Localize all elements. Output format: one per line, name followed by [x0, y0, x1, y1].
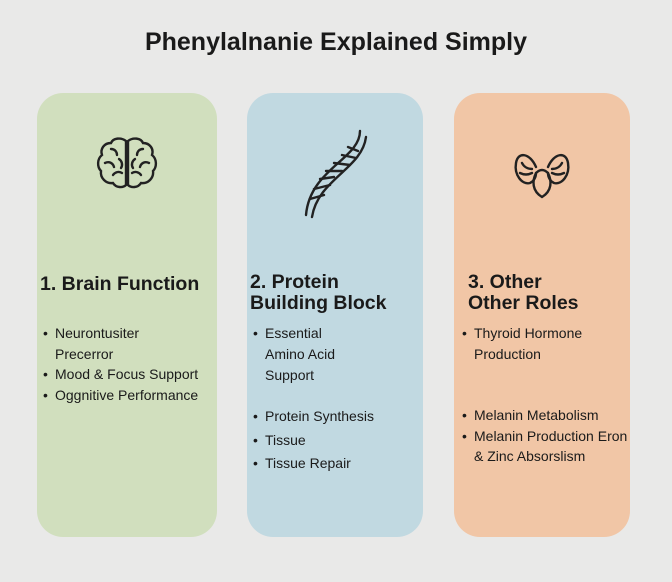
- card-brain-function: 1. Brain Function Neurontusiter Precerro…: [37, 93, 217, 537]
- list-item: Neurontusiter Precerror: [43, 323, 153, 364]
- dna-icon: [304, 129, 368, 219]
- list-item: Mood & Focus Support: [43, 364, 213, 385]
- card-heading: 1. Brain Function: [40, 273, 200, 295]
- card-other-roles: 3. Other Other Roles Thyroid Hormone Pro…: [454, 93, 630, 537]
- list-item: Tissue: [253, 430, 418, 451]
- card-heading-line: 2. Protein: [250, 271, 339, 293]
- card-heading-line: 3. Other: [468, 271, 542, 293]
- list-item: Melanin Production Eron & Zinc Absorslis…: [462, 426, 630, 467]
- list-item: Essential Amino Acid Support: [253, 323, 343, 386]
- card-protein-building-block: 2. Protein Building Block Essential Amin…: [247, 93, 423, 537]
- card-list: Thyroid Hormone Production Melanin Metab…: [462, 323, 632, 467]
- list-item: Oggnitive Performance: [43, 385, 213, 406]
- card-heading-line: Building Block: [250, 292, 387, 314]
- list-item: Protein Synthesis: [253, 406, 418, 427]
- card-list: Neurontusiter Precerror Mood & Focus Sup…: [43, 323, 213, 405]
- card-list: Essential Amino Acid Support Protein Syn…: [253, 323, 418, 474]
- card-heading-line: Other Roles: [468, 292, 579, 314]
- page-title: Phenylalnanie Explained Simply: [144, 28, 528, 56]
- list-item: Tissue Repair: [253, 453, 418, 474]
- list-item: Thyroid Hormone Production: [462, 323, 597, 364]
- thyroid-icon: [514, 154, 570, 199]
- list-item: Melanin Metabolism: [462, 405, 632, 426]
- brain-icon: [96, 137, 158, 189]
- card-heading: 3. Other Other Roles: [468, 272, 579, 314]
- card-heading: 2. Protein Building Block: [250, 272, 387, 314]
